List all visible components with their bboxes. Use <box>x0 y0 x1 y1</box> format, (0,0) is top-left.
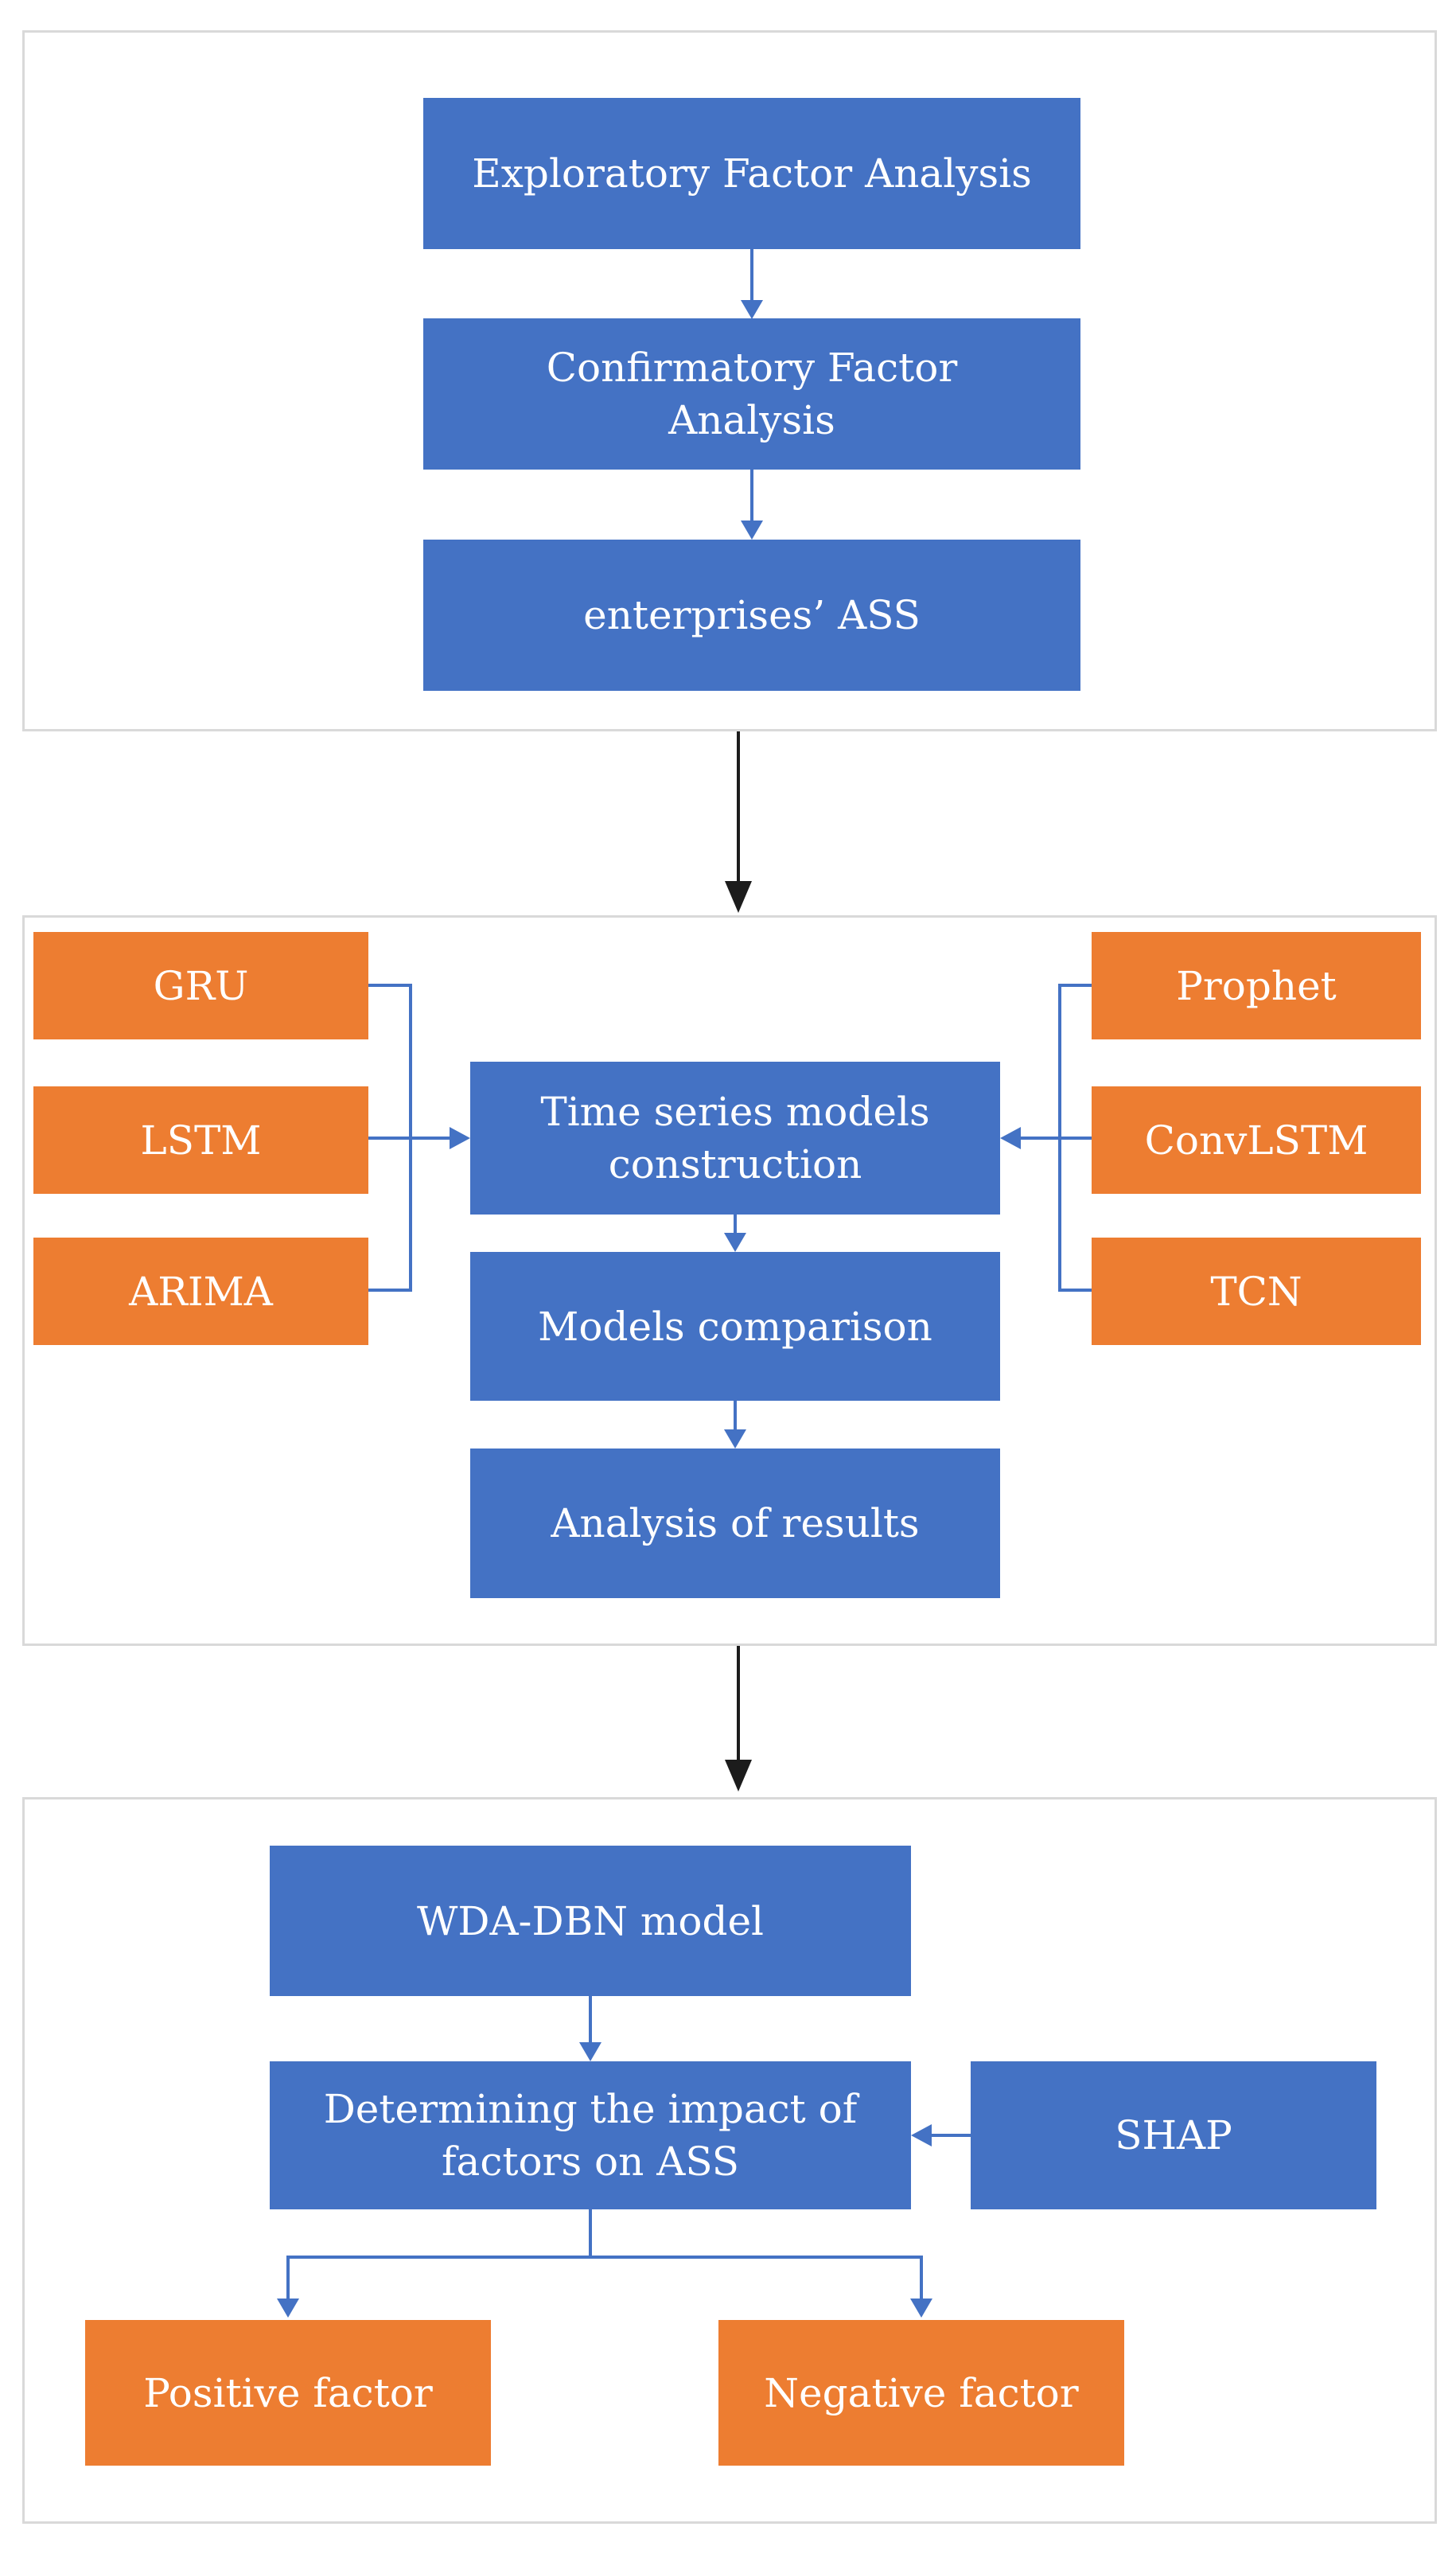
connector-positive-drop <box>286 2256 290 2300</box>
box-label: TCN <box>1210 1268 1302 1315</box>
arrowhead-to-negative-factor <box>910 2299 932 2318</box>
connector-construction-to-comparison <box>734 1215 737 1237</box>
box-convlstm: ConvLSTM <box>1092 1086 1421 1194</box>
flow-arrow-1-line <box>737 731 740 883</box>
arrowhead-to-positive-factor <box>277 2299 299 2318</box>
box-label: ARIMA <box>129 1268 273 1315</box>
box-enterprises-ass: enterprises’ ASS <box>423 540 1080 691</box>
box-analysis-of-results: Analysis of results <box>470 1449 1000 1598</box>
connector-gru-stub <box>368 984 412 987</box>
box-wda-dbn-model: WDA-DBN model <box>270 1846 911 1996</box>
arrowhead-left-models-to-construction <box>450 1127 470 1149</box>
connector-wda-to-determining <box>589 1996 592 2044</box>
connector-determining-drop <box>589 2209 592 2259</box>
box-label: LSTM <box>140 1117 262 1164</box>
box-positive-factor: Positive factor <box>85 2320 491 2466</box>
box-label: Time series models construction <box>540 1089 930 1187</box>
box-label: WDA-DBN model <box>416 1897 765 1944</box>
box-label: Negative factor <box>764 2369 1079 2416</box>
box-label: Exploratory Factor Analysis <box>472 150 1032 197</box>
connector-shap-line <box>930 2134 971 2137</box>
arrowhead-right-models-to-construction <box>1000 1127 1021 1149</box>
box-time-series-construction: Time series models construction <box>470 1062 1000 1215</box>
box-label: Confirmatory Factor Analysis <box>546 345 958 443</box>
connector-lstm-arrow-line <box>368 1137 450 1140</box>
arrowhead-shap-to-determining <box>911 2124 932 2146</box>
box-exploratory-factor-analysis: Exploratory Factor Analysis <box>423 98 1080 249</box>
connector-prophet-stub <box>1058 984 1092 987</box>
connector-negative-drop <box>920 2256 923 2300</box>
connector-cfa-to-ass <box>750 470 753 522</box>
box-lstm: LSTM <box>33 1086 368 1194</box>
arrowhead-cfa-to-ass <box>741 521 763 540</box>
box-negative-factor: Negative factor <box>718 2320 1124 2466</box>
box-label: GRU <box>153 962 249 1009</box>
arrowhead-comparison-to-analysis <box>724 1429 746 1449</box>
box-label: Positive factor <box>143 2369 433 2416</box>
arrowhead-construction-to-comparison <box>724 1233 746 1252</box>
box-shap: SHAP <box>971 2061 1376 2209</box>
box-label: Models comparison <box>538 1303 932 1350</box>
box-prophet: Prophet <box>1092 932 1421 1039</box>
flow-arrow-2-head <box>725 1760 752 1792</box>
connector-arima-stub <box>368 1289 412 1292</box>
box-label: SHAP <box>1115 2112 1232 2158</box>
connector-split-horizontal <box>288 2256 923 2259</box>
box-models-comparison: Models comparison <box>470 1252 1000 1401</box>
connector-comparison-to-analysis <box>734 1401 737 1431</box>
box-determining-impact: Determining the impact of factors on ASS <box>270 2061 911 2209</box>
box-confirmatory-factor-analysis: Confirmatory Factor Analysis <box>423 318 1080 470</box>
box-label: Prophet <box>1176 962 1337 1009</box>
flow-arrow-1-head <box>725 881 752 913</box>
flow-arrow-2-line <box>737 1646 740 1761</box>
box-arima: ARIMA <box>33 1238 368 1345</box>
connector-convlstm-arrow-line <box>1021 1137 1092 1140</box>
box-gru: GRU <box>33 932 368 1039</box>
connector-tcn-stub <box>1058 1289 1092 1292</box>
box-label: enterprises’ ASS <box>583 592 921 638</box>
box-label: Analysis of results <box>551 1500 920 1546</box>
connector-efa-to-cfa <box>750 249 753 302</box>
arrowhead-efa-to-cfa <box>741 300 763 319</box>
box-label: Determining the impact of factors on ASS <box>323 2086 858 2185</box>
box-tcn: TCN <box>1092 1238 1421 1345</box>
arrowhead-wda-to-determining <box>579 2042 601 2061</box>
box-label: ConvLSTM <box>1144 1117 1368 1164</box>
